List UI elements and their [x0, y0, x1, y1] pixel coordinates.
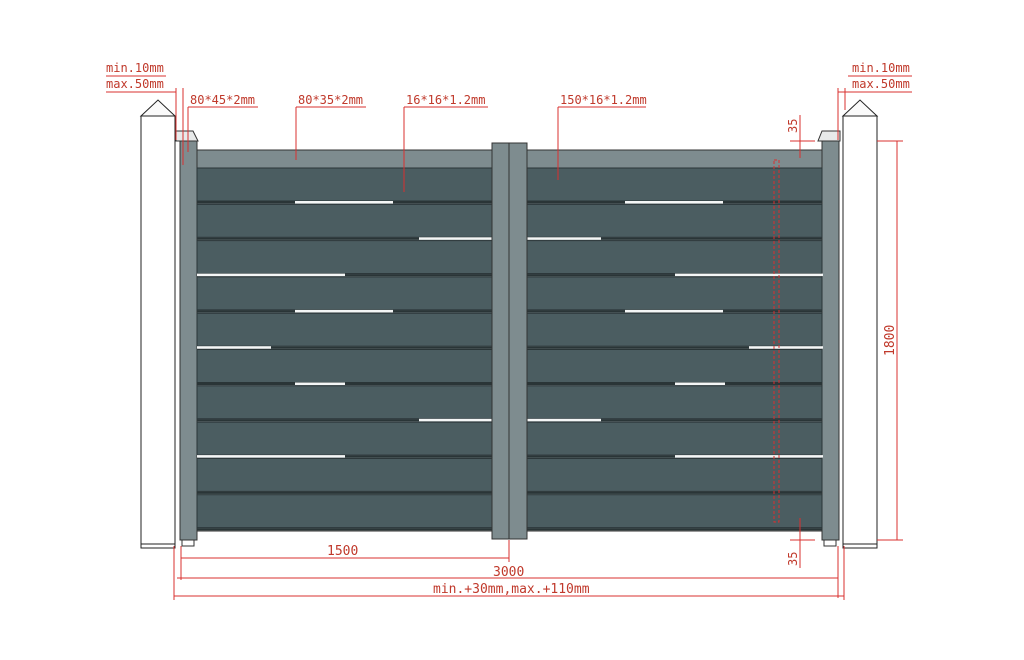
slat [526, 421, 823, 456]
center-stiles [491, 142, 528, 540]
slat-highlight [749, 346, 823, 349]
total-width-label: 3000 [493, 565, 524, 580]
bottom-gap-label: 35 [786, 552, 800, 566]
height-dimension-label: 1800 [883, 325, 898, 356]
profile-frame-label: 80*35*2mm [298, 93, 363, 107]
slat-highlight [197, 455, 345, 458]
slat-highlight [527, 237, 601, 240]
drop-rod-marker [773, 159, 780, 523]
slat [196, 349, 493, 383]
slat-highlight [625, 309, 723, 313]
slat-highlight [675, 273, 823, 277]
slat-highlight [295, 201, 393, 204]
left-slats [196, 167, 493, 531]
slat [526, 240, 823, 275]
slat-highlight [295, 382, 345, 385]
slat [196, 203, 493, 238]
slat [196, 385, 493, 420]
clearance-label: min.+30mm,max.+110mm [433, 582, 590, 597]
right-gate-leaf [526, 149, 823, 532]
profile-slat-label: 150*16*1.2mm [560, 93, 647, 107]
profile-post-label: 80*45*2mm [190, 93, 255, 107]
left-pillar [139, 99, 177, 549]
slat [526, 349, 823, 383]
slat [526, 457, 823, 492]
slat-highlight [625, 201, 723, 204]
slat [526, 276, 823, 311]
slat [526, 312, 823, 347]
profile-tube-label: 16*16*1.2mm [406, 93, 485, 107]
left-max-gap-label: max.50mm [106, 77, 164, 91]
slat [196, 421, 493, 456]
slat-highlight [675, 455, 823, 458]
slat-highlight [527, 418, 601, 422]
leaf-width-label: 1500 [327, 544, 358, 559]
slat [526, 385, 823, 420]
left-hinge-post [175, 130, 199, 547]
top-gap-label: 35 [786, 119, 800, 133]
right-min-gap-label: min.10mm [852, 61, 910, 75]
slat [526, 203, 823, 238]
slat-highlight [419, 418, 493, 422]
slat [196, 167, 493, 202]
left-min-gap-label: min.10mm [106, 61, 164, 75]
slat-highlight [419, 237, 493, 240]
slat [196, 494, 493, 529]
slat-highlight [295, 309, 393, 313]
slat-highlight [197, 273, 345, 277]
slat [526, 494, 823, 529]
slat [196, 457, 493, 492]
slat [196, 276, 493, 311]
slat [196, 312, 493, 347]
slat [196, 240, 493, 275]
slat [526, 167, 823, 202]
slat-highlight [675, 382, 725, 385]
slat-highlight [197, 346, 271, 349]
right-pillar [841, 99, 879, 549]
left-gate-leaf [196, 149, 493, 532]
right-max-gap-label: max.50mm [852, 77, 910, 91]
right-slats [526, 167, 823, 531]
